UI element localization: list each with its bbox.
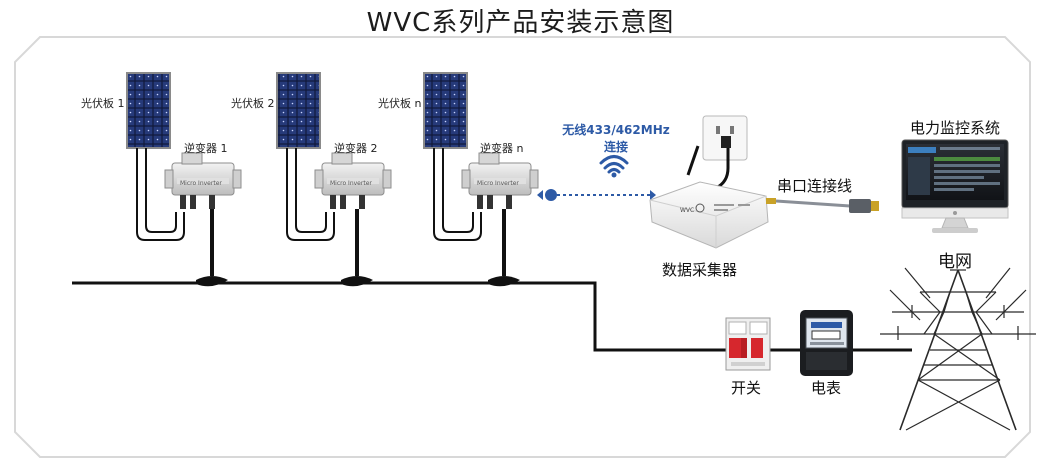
junction-n: [488, 276, 520, 287]
diagram-frame: [14, 36, 1031, 458]
electricity-meter-icon: [800, 310, 853, 376]
power-tower-icon: [880, 267, 1036, 431]
pv-unit-1: [126, 72, 242, 287]
serial-cable-label: 串口连接线: [777, 177, 853, 195]
wifi-icon: [599, 155, 629, 178]
wireless-link-arrow: [537, 190, 543, 200]
micro-inverter-n: [461, 152, 539, 209]
wireless-link-dot: [545, 189, 557, 201]
pv-unit-2: [276, 72, 392, 287]
pv-unit-n: [423, 72, 539, 287]
solar-panel-1: [126, 72, 171, 149]
solar-panel-n: [423, 72, 468, 149]
inverter-brand-2: Micro Inverter: [330, 180, 372, 187]
solar-panel-2: [276, 72, 321, 149]
solar-panel-label-n: 光伏板 n: [378, 97, 422, 110]
monitor-label: 电力监控系统: [910, 119, 1001, 137]
inverter-brand-1: Micro Inverter: [180, 180, 222, 187]
panel-cable-1: [136, 148, 185, 241]
wireless-label: 无线433/462MHz 连接: [556, 121, 676, 155]
wireless-label-line2: 连接: [603, 140, 628, 154]
junction-1: [196, 276, 228, 287]
micro-inverter-1: [164, 152, 242, 209]
monitor-icon: [901, 139, 1009, 233]
breaker-switch-icon: [725, 317, 771, 371]
inverter-brand-n: Micro Inverter: [477, 180, 519, 187]
grid-label: 电网: [938, 252, 972, 272]
serial-cable: [766, 198, 879, 213]
data-collector: [649, 145, 769, 249]
page-title: WVC系列产品安装示意图: [366, 8, 675, 38]
wall-socket-icon: [702, 115, 748, 190]
micro-inverter-2: [314, 152, 392, 209]
inverter-label-n: 逆变器 n: [480, 142, 524, 155]
inverter-label-2: 逆变器 2: [334, 142, 378, 155]
panel-cable-n: [433, 148, 482, 241]
solar-panel-label-2: 光伏板 2: [231, 97, 275, 110]
ac-bus-line: [72, 281, 728, 352]
junction-2: [341, 276, 373, 287]
panel-cable-2: [286, 148, 335, 241]
wireless-label-line1: 无线433/462MHz: [562, 123, 670, 137]
collector-brand: WVC: [680, 207, 695, 214]
meter-label: 电表: [811, 379, 842, 397]
collector-label: 数据采集器: [662, 261, 738, 279]
switch-label: 开关: [731, 379, 762, 397]
solar-panel-label-1: 光伏板 1: [81, 97, 125, 110]
inverter-label-1: 逆变器 1: [184, 142, 228, 155]
